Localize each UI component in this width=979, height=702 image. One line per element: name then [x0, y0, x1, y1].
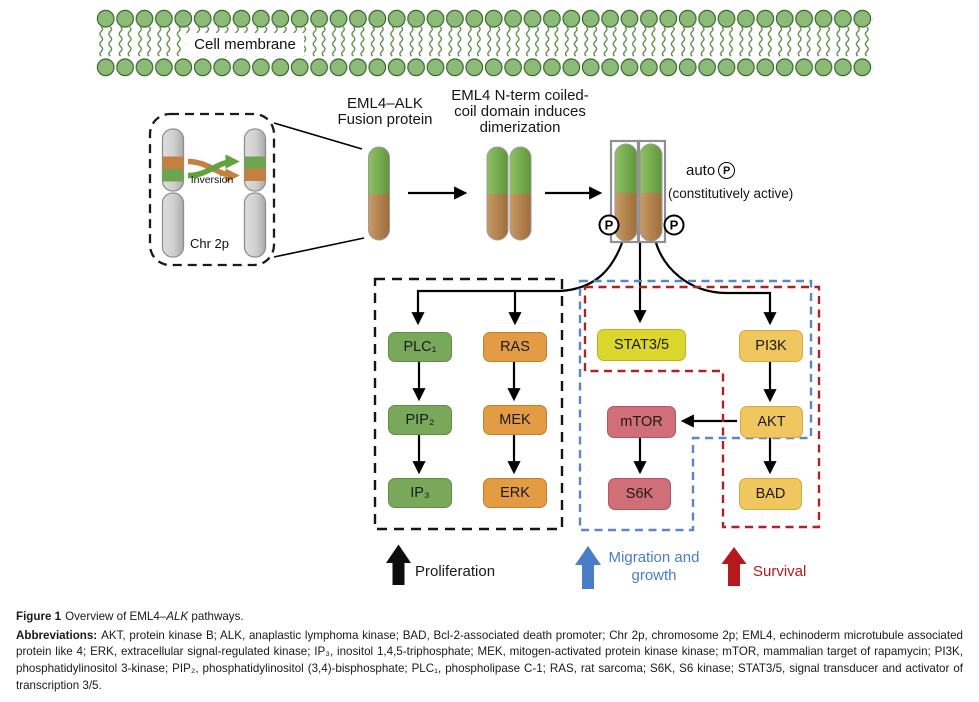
phosphate-left: P [598, 214, 620, 236]
caption-title-pre: Overview of EML4– [65, 610, 167, 623]
abbreviations-text: AKT, protein kinase B; ALK, anaplastic l… [16, 628, 963, 692]
constitutively-active-label: (constitutively active) [668, 186, 794, 201]
migration-up-arrow [575, 546, 601, 589]
node-pip2: PIP₂ [388, 405, 452, 435]
chr2p-label: Chr 2p [190, 236, 230, 251]
auto-label: auto [686, 162, 716, 179]
chromosome-right [243, 128, 267, 258]
phosphate-right: P [663, 214, 685, 236]
migration-growth-label: Migration and growth [602, 549, 706, 585]
fusion-protein-label-line1: EML4–ALK [347, 95, 423, 112]
dimerization-label-line3: dimerization [479, 119, 561, 136]
fusion-protein-label: EML4–ALK Fusion protein [325, 96, 445, 128]
node-mek: MEK [483, 405, 547, 435]
migration-label-line1: Migration and [608, 549, 700, 566]
node-ras: RAS [483, 332, 547, 362]
phosphate-icon: P [718, 162, 736, 179]
auto-phospho-label: auto P [686, 162, 736, 179]
dimerization-label-line1: EML4 N-term coiled- [451, 87, 589, 104]
node-erk: ERK [483, 478, 547, 508]
migration-label-line2: growth [631, 567, 677, 584]
survival-dashed-box [583, 285, 821, 529]
node-ip3: IP₃ [388, 478, 452, 508]
proliferation-dashed-box [373, 277, 564, 531]
dimerization-label-line2: coil domain induces [454, 103, 586, 120]
fusion-protein-label-line2: Fusion protein [337, 111, 433, 128]
node-akt: AKT [740, 406, 803, 438]
proliferation-up-arrow [386, 544, 411, 585]
node-s6k: S6K [608, 478, 671, 510]
svg-text:P: P [605, 218, 614, 233]
caption-title-post: pathways. [188, 610, 244, 623]
figure-number: Figure 1 [16, 610, 62, 623]
inversion-label: Inversion [190, 174, 234, 186]
branch-to-plc1 [411, 242, 624, 326]
band-orange [244, 168, 266, 181]
node-pi3k: PI3K [739, 330, 803, 362]
survival-up-arrow [721, 547, 747, 586]
dimer-pills [486, 146, 532, 241]
node-mtor: mTOR [607, 406, 676, 438]
zoom-lines [273, 122, 365, 258]
caption-title-gene: ALK [166, 610, 189, 623]
inversion-arrow-green [187, 154, 240, 179]
band-green [244, 156, 266, 169]
migration-dashed-box [578, 279, 813, 532]
node-stat35: STAT3/5 [597, 329, 686, 361]
fusion-protein-pill [368, 146, 390, 241]
caption-abbreviations: Abbreviations:AKT, protein kinase B; ALK… [16, 628, 963, 695]
survival-label: Survival [753, 563, 807, 580]
node-plc1: PLC₁ [388, 332, 452, 362]
abbreviations-label: Abbreviations: [16, 628, 98, 642]
pathway-diagram: P P [96, 9, 873, 589]
svg-text:P: P [670, 218, 679, 233]
node-bad: BAD [739, 478, 802, 510]
dimerization-label: EML4 N-term coiled- coil domain induces … [443, 88, 597, 136]
cell-membrane-label: Cell membrane [186, 33, 304, 56]
active-dimer-pills [609, 139, 667, 244]
branch-to-pi3k [654, 242, 777, 326]
chromosome-left [161, 128, 185, 258]
chromosome-dashed-box [148, 112, 276, 267]
band-green [162, 169, 184, 182]
band-orange [162, 156, 184, 169]
proliferation-label: Proliferation [415, 563, 496, 580]
